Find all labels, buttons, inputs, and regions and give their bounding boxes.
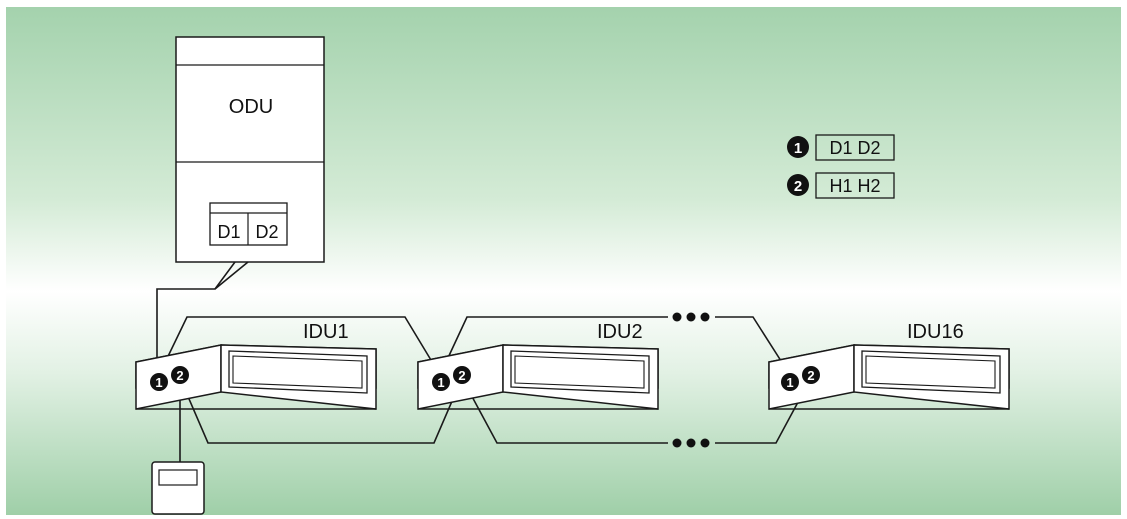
indoor-units: IDU1 1 2 IDU2 1 2 ID <box>135 321 1010 410</box>
legend: 1 D1 D2 2 H1 H2 <box>787 134 895 199</box>
legend-marker-2-icon <box>787 174 809 196</box>
continuation-dots-bottom <box>672 438 710 448</box>
legend-marker-2: 2 <box>794 178 802 195</box>
idu1-marker-1-icon <box>150 373 168 391</box>
idu2-label: IDU2 <box>597 321 643 343</box>
idu2-marker-1-icon <box>432 373 450 391</box>
indoor-unit-2: IDU2 1 2 <box>417 321 659 410</box>
outdoor-unit: ODU D1 D2 <box>175 36 325 263</box>
odu-terminal-d2: D2 <box>255 222 278 242</box>
indoor-unit-1: IDU1 1 2 <box>135 321 377 410</box>
idu1-label: IDU1 <box>303 321 349 343</box>
idu1-marker-2: 2 <box>176 368 183 383</box>
idu16-label: IDU16 <box>907 321 964 343</box>
odu-to-idu1-wire <box>156 261 236 375</box>
continuation-dots-top <box>672 312 710 322</box>
idu16-marker-1-icon <box>781 373 799 391</box>
idu2-marker-1: 1 <box>437 375 444 390</box>
idu2-marker-2: 2 <box>458 368 465 383</box>
bus-h1h2-idu1-idu2 <box>179 377 463 444</box>
idu16-marker-2-icon <box>802 366 820 384</box>
legend-marker-1: 1 <box>794 140 802 157</box>
bus-d1d2-idu16-segment <box>715 316 791 376</box>
indoor-unit-16: IDU16 1 2 <box>768 321 1010 410</box>
background-panel <box>6 7 1121 515</box>
idu1-marker-2-icon <box>171 366 189 384</box>
idu2-marker-2-icon <box>453 366 471 384</box>
bus-h1h2-idu2-segment <box>461 377 668 444</box>
idu16-marker-1: 1 <box>786 375 793 390</box>
idu1-marker-1: 1 <box>155 375 162 390</box>
odu-terminal-d1: D1 <box>217 222 240 242</box>
legend-terminals-2: H1 H2 <box>829 176 880 196</box>
odu-label: ODU <box>229 96 273 118</box>
legend-terminals-1: D1 D2 <box>829 138 880 158</box>
bus-d1d2-idu1-idu2 <box>158 316 441 376</box>
wired-controller-icon <box>151 461 205 515</box>
idu16-marker-2: 2 <box>807 368 814 383</box>
legend-marker-1-icon <box>787 136 809 158</box>
